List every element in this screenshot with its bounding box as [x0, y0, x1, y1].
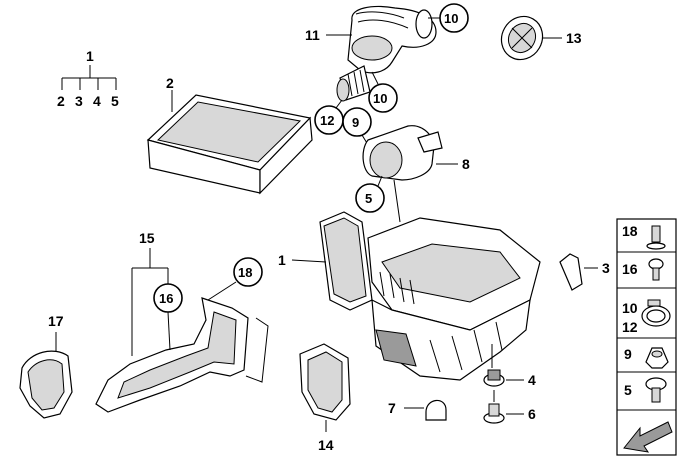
- leader-18: [207, 281, 237, 301]
- clip-body: [559, 253, 583, 291]
- label-4-top: 4: [93, 93, 101, 109]
- label-6: 6: [528, 406, 536, 422]
- label-18: 18: [238, 265, 252, 280]
- sensor-connector: [417, 131, 443, 153]
- grommet-4: 4: [483, 344, 536, 388]
- intake-funnel: 14: [299, 343, 351, 453]
- grommet-13: 13: [500, 15, 582, 61]
- label-17: 17: [48, 313, 64, 329]
- label-3-clip: 3: [602, 260, 610, 276]
- boot-outlet: [415, 9, 433, 39]
- nut-icon: [645, 347, 669, 369]
- hose-end: [336, 78, 350, 102]
- leader-1-housing: [291, 259, 327, 263]
- duct-guide: [245, 317, 269, 383]
- bracket-15: [131, 248, 169, 356]
- leader-16: [167, 311, 171, 351]
- label-2-filter: 2: [166, 75, 174, 91]
- label-13: 13: [566, 30, 582, 46]
- screw6-head: [488, 403, 500, 417]
- grommet-cross: [511, 27, 533, 49]
- clip-3: 3: [559, 253, 610, 291]
- label-4-grommet: 4: [528, 372, 536, 388]
- filter-mesh: [156, 101, 302, 163]
- label-2-top: 2: [57, 93, 65, 109]
- label-5-mid-circle: [355, 183, 385, 213]
- label-8: 8: [462, 156, 470, 172]
- label-9-circle: [342, 107, 372, 137]
- legend-item-5: 5: [624, 382, 632, 398]
- label-10-mid: 10: [373, 91, 387, 106]
- lower-outlet: [375, 329, 417, 367]
- label-1-top: 1: [86, 48, 94, 64]
- label-11: 11: [305, 27, 320, 43]
- label-7: 7: [388, 400, 396, 416]
- label-18-circle: [233, 257, 263, 287]
- screw-6: 6: [483, 390, 536, 424]
- legend-item-9: 9: [624, 346, 632, 362]
- label-10-mid-circle: [368, 83, 398, 113]
- bolt-icon: [645, 377, 667, 403]
- grommet4-body: [487, 369, 501, 381]
- label-10-top: 10: [444, 11, 458, 26]
- pin-icon: [646, 225, 666, 250]
- legend-item-10: 10: [622, 300, 638, 316]
- funnel-face: [307, 351, 343, 413]
- label-15: 15: [139, 230, 155, 246]
- snorkel-face: [323, 217, 367, 303]
- intake-duct: 15 18 16: [95, 230, 269, 413]
- leader-12: [335, 99, 343, 109]
- boot-inlet: [351, 35, 393, 61]
- cover-face: [27, 359, 65, 411]
- duct-face: [117, 311, 237, 399]
- label-14: 14: [318, 437, 334, 453]
- sensor-bore: [369, 141, 403, 179]
- group-bracket: [61, 65, 117, 90]
- legend-item-16: 16: [622, 261, 638, 277]
- leader-sensor-housing: [393, 179, 401, 223]
- leader-10-mid: [371, 71, 379, 85]
- intake-boot: 11 10: [305, 3, 469, 74]
- filter-side: [259, 116, 313, 195]
- legend-item-12: 12: [622, 319, 638, 335]
- cap-7: 7: [388, 399, 447, 421]
- legend-item-18: 18: [622, 223, 638, 239]
- label-16: 16: [159, 291, 173, 306]
- label-1-housing: 1: [278, 252, 286, 268]
- air-filter-housing: 1: [278, 211, 541, 381]
- legend-frame: [616, 218, 677, 456]
- label-5-mid: 5: [365, 191, 372, 206]
- air-mass-sensor: 9 8 5: [342, 107, 470, 223]
- group-label-assembly: 1 2 3 4 5: [57, 48, 119, 109]
- label-5-top: 5: [111, 93, 119, 109]
- label-3-top: 3: [75, 93, 83, 109]
- boot-ribs: [355, 11, 409, 29]
- lid-ribs: [379, 271, 415, 305]
- label-9: 9: [352, 115, 359, 130]
- air-filter-element: 2: [146, 75, 313, 195]
- cap-body: [425, 399, 447, 421]
- cover-17: 17: [19, 313, 73, 419]
- hose-clamp-icon: [641, 299, 671, 327]
- label-12: 12: [320, 113, 334, 128]
- leader-5-mid: [377, 175, 383, 187]
- arrow-icon: [623, 421, 673, 453]
- hardware-legend: 18 16 10 12 9 5: [616, 218, 677, 456]
- lid-top-face: [381, 243, 521, 303]
- small-hose: 12 10: [314, 65, 398, 135]
- hose-ribs: [347, 69, 365, 97]
- lower-ribs: [429, 321, 503, 373]
- screw-icon: [648, 258, 664, 281]
